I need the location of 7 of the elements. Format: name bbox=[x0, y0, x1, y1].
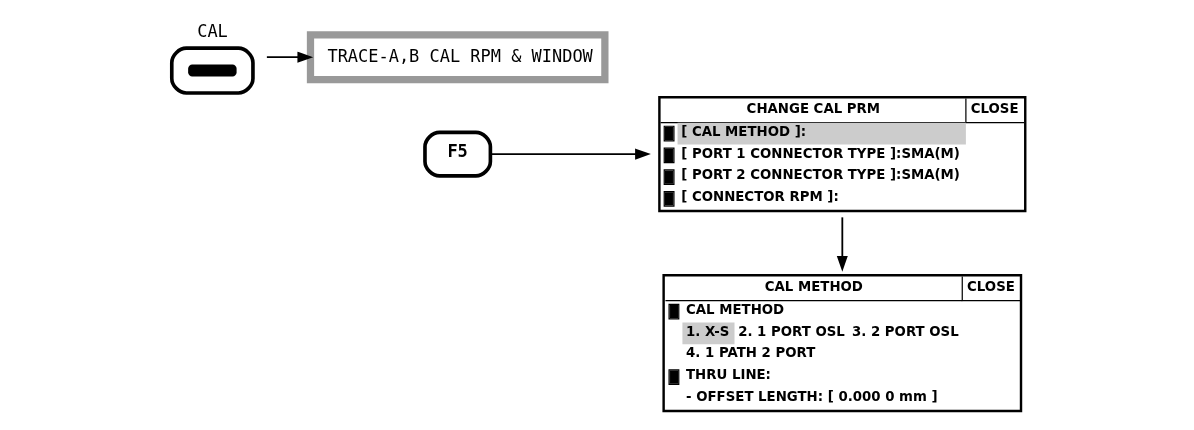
arrow bbox=[836, 216, 848, 272]
node-box bbox=[169, 46, 255, 95]
arrow bbox=[265, 51, 314, 63]
arrow bbox=[489, 148, 651, 160]
node-box: TRACE-A,B CAL RPM & WINDOW bbox=[306, 31, 609, 84]
node-box: F5 bbox=[423, 130, 493, 178]
node-label: CAL bbox=[197, 20, 228, 41]
